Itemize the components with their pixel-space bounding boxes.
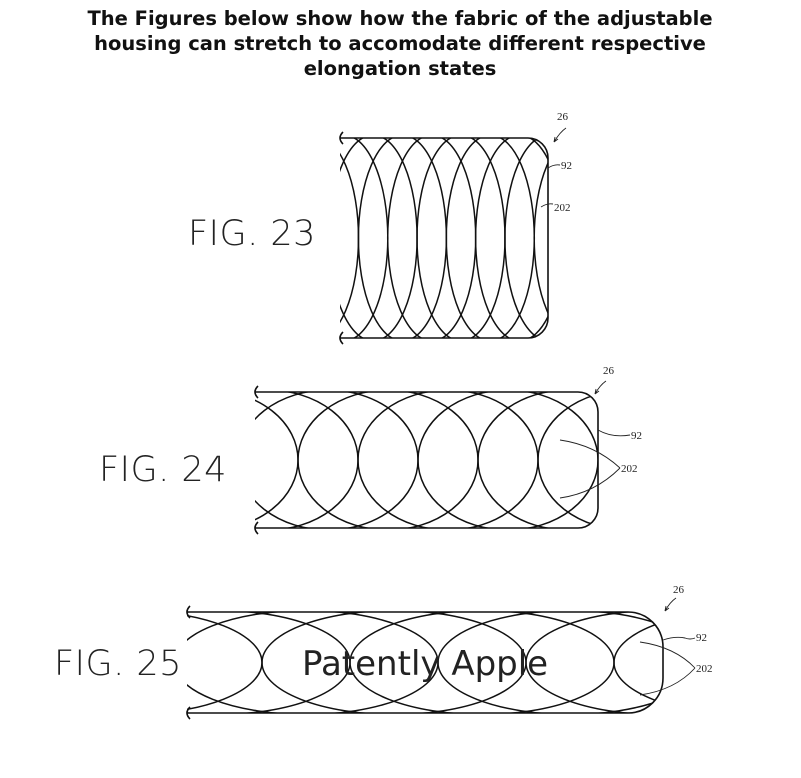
- fig-24-fabric-pattern: [255, 392, 598, 528]
- fig-25-fabric-pattern: [187, 612, 663, 713]
- caption-line-2: housing can stretch to accomodate differ…: [94, 32, 706, 55]
- fig-24-leader-92: [597, 429, 631, 437]
- fig-23-fabric-pattern: [340, 138, 548, 338]
- fig-24-fabric-strand: [357, 392, 539, 528]
- fig-25-housing-outline: [187, 611, 664, 714]
- fig-24-ref-202: 202: [621, 463, 638, 475]
- fig-24-arrow-26: [594, 380, 607, 395]
- fig-23-fabric-strand: [386, 138, 477, 338]
- fig-23-fabric-strand: [416, 138, 506, 338]
- fig-25-ref-92: 92: [696, 632, 707, 644]
- fig-25-fabric-strand: [525, 612, 663, 713]
- fig-23-fabric-strand: [340, 138, 360, 338]
- fig-24-fabric-strand: [477, 392, 598, 528]
- fig-24-fabric-strand: [297, 392, 479, 528]
- fig-25-fabric-strand: [613, 612, 663, 713]
- fig-24-break-mark: [254, 385, 259, 535]
- fig-23-fabric-strand: [474, 138, 548, 338]
- fig-24-ref-26: 26: [603, 365, 615, 377]
- fig-24-housing-outline: [255, 391, 599, 529]
- fig-23-label: FIG. 23: [188, 214, 316, 254]
- fig-25-ref-26: 26: [673, 584, 685, 596]
- fig-24-leader-202: [559, 439, 621, 499]
- fig-24-fabric-strand: [255, 392, 359, 528]
- fig-24-fabric-strand: [417, 392, 598, 528]
- fig-23-fabric-strand: [340, 138, 389, 338]
- fig-25-ref-202: 202: [696, 663, 713, 675]
- fig-25-label: FIG. 25: [54, 644, 182, 684]
- fig-23-arrow-26: [553, 127, 567, 143]
- fig-23-leader-92: [547, 164, 561, 169]
- fig-25-fabric-strand: [437, 612, 663, 713]
- fig-23-fabric-strand: [533, 138, 548, 338]
- fig-23-fabric-strand: [445, 138, 536, 338]
- fig-23-break-mark: [339, 131, 344, 345]
- fig-23-ref-26: 26: [557, 111, 569, 123]
- watermark: Patently Apple: [302, 644, 549, 684]
- caption-line-1: The Figures below show how the fabric of…: [87, 7, 713, 30]
- fig-23-ref-202: 202: [554, 202, 571, 214]
- fig-24-fabric-strand: [255, 392, 419, 528]
- fig-25-break-mark: [186, 605, 191, 720]
- fig-25-leader-202: [639, 641, 696, 696]
- fig-23-fabric-strand: [504, 138, 548, 338]
- fig-23-housing-outline: [340, 137, 549, 339]
- fig-23-ref-92: 92: [561, 160, 572, 172]
- fig-24-label: FIG. 24: [99, 450, 227, 490]
- fig-24-fabric-strand: [255, 392, 299, 528]
- caption-title: The Figures below show how the fabric of…: [60, 6, 740, 81]
- fig-25-fabric-strand: [187, 612, 263, 713]
- fig-25-leader-92: [662, 636, 696, 641]
- fig-25-arrow-26: [664, 597, 677, 612]
- caption-line-3: elongation states: [303, 57, 497, 80]
- fig-24-fabric-strand: [537, 392, 598, 528]
- fig-23-leader-202: [540, 203, 554, 208]
- fig-24-ref-92: 92: [631, 430, 642, 442]
- fig-23-fabric-strand: [357, 138, 448, 338]
- fig-23-fabric-strand: [340, 138, 418, 338]
